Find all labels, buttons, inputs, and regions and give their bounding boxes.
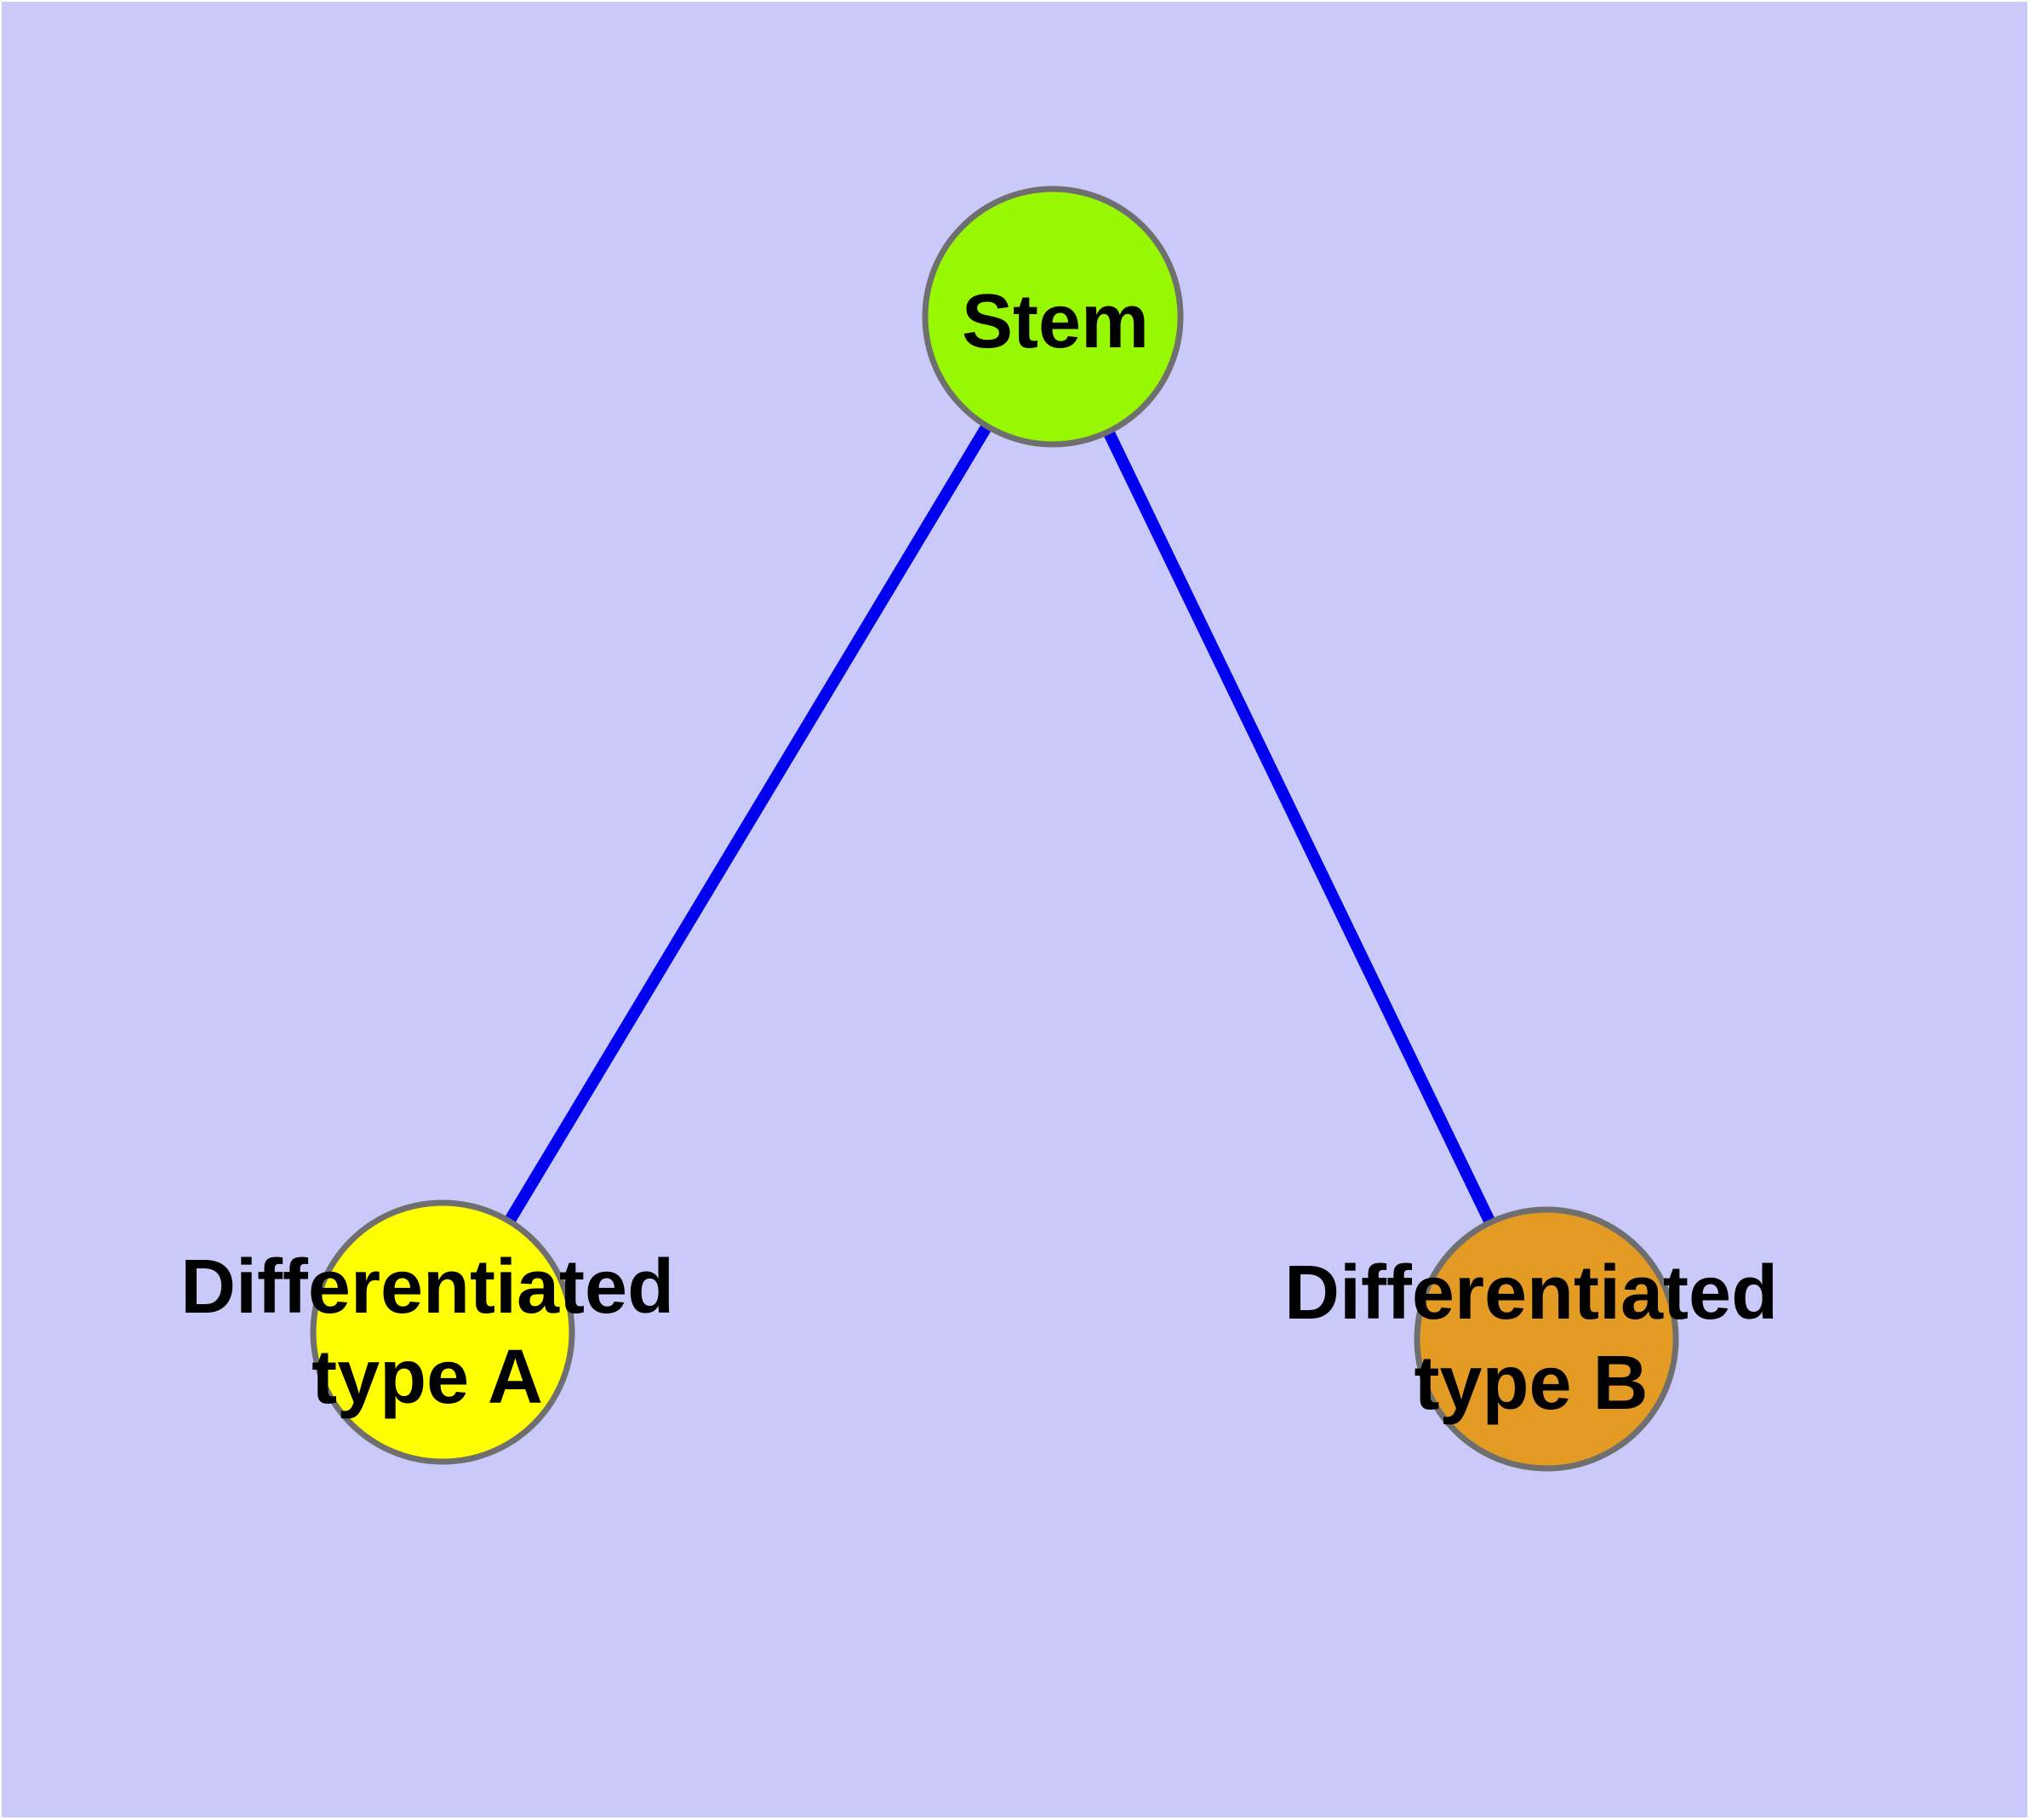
node-stem-circle: [922, 186, 1184, 448]
node-differentiated-type-b-circle: [1414, 1206, 1679, 1472]
edge-stem-to-type-b: [1047, 313, 1552, 1342]
node-group: [310, 186, 1679, 1472]
node-differentiated-type-a-circle: [310, 1199, 575, 1465]
edge-stem-to-type-a: [437, 313, 1058, 1336]
edge-group: [437, 313, 1552, 1342]
